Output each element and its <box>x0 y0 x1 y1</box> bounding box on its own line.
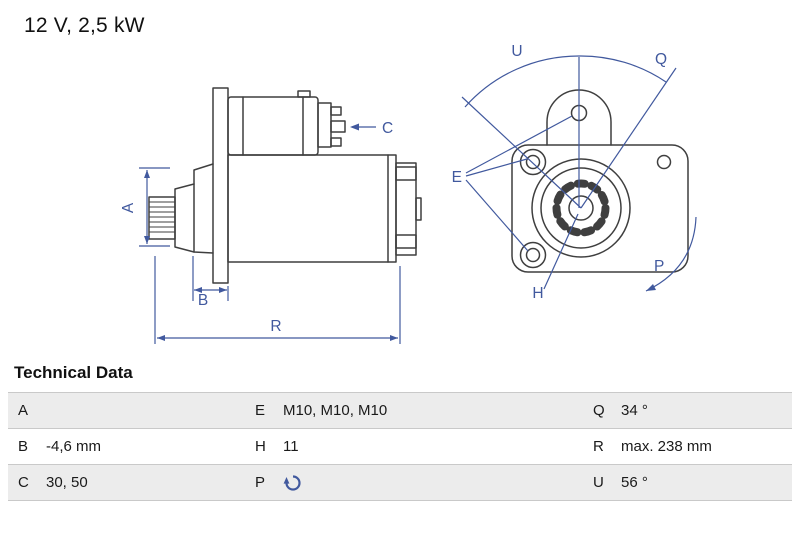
motor-body <box>227 154 397 263</box>
param-label: E <box>245 392 273 429</box>
gear-housing-outer <box>531 158 631 258</box>
param-value: 34 ° <box>611 392 792 429</box>
param-label: H <box>245 428 273 465</box>
param-label: A <box>8 392 36 429</box>
pinion-gear <box>148 196 176 240</box>
annotation-arrowheads-front <box>646 284 656 291</box>
param-label: U <box>583 464 611 501</box>
terminal-block <box>317 102 332 148</box>
front-flange <box>511 144 689 273</box>
param-value <box>36 392 245 429</box>
table-row: B -4,6 mm H 11 R max. 238 mm <box>8 428 792 465</box>
param-value <box>273 464 583 501</box>
starter-motor-technical-drawing: A B C R <box>120 43 697 344</box>
param-label: Q <box>583 392 611 429</box>
param-label: P <box>245 464 273 501</box>
table-row: C 30, 50 P U 56 ° <box>8 464 792 501</box>
end-cap <box>395 162 417 256</box>
dim-label-a: A <box>120 202 137 213</box>
param-value: 30, 50 <box>36 464 245 501</box>
dimension-lines-side <box>139 126 401 344</box>
technical-data-heading: Technical Data <box>14 363 133 382</box>
param-label: R <box>583 428 611 465</box>
param-value: -4,6 mm <box>36 428 245 465</box>
technical-data-table: A E M10, M10, M10 Q 34 ° B -4,6 mm H 11 … <box>8 392 792 501</box>
front-view-drawing: U Q E H P <box>452 43 697 302</box>
param-label: B <box>8 428 36 465</box>
side-view-drawing: A B C R <box>120 87 422 344</box>
dim-label-b: B <box>198 292 208 309</box>
mounting-hole-top-left <box>525 154 541 170</box>
dim-label-e: E <box>452 169 462 186</box>
page-title: 12 V, 2,5 kW <box>24 14 145 37</box>
dim-label-r: R <box>270 318 281 335</box>
rotation-direction-icon <box>283 474 301 491</box>
gear-teeth-ring <box>552 179 610 237</box>
dim-label-c: C <box>382 120 393 137</box>
dimension-arrowheads-side <box>144 123 398 341</box>
solenoid <box>227 96 319 156</box>
mounting-hole-bottom-left <box>525 247 541 263</box>
table-row: A E M10, M10, M10 Q 34 ° <box>8 392 792 429</box>
param-label: C <box>8 464 36 501</box>
param-value: 56 ° <box>611 464 792 501</box>
dim-label-h: H <box>532 285 543 302</box>
flange-plate <box>212 87 229 284</box>
param-value: M10, M10, M10 <box>273 392 583 429</box>
terminal-stud <box>330 120 346 133</box>
annotation-lines-front <box>461 55 697 292</box>
dim-label-p: P <box>654 258 664 275</box>
dim-label-u: U <box>511 43 522 60</box>
technical-data-section: Technical Data A E M10, M10, M10 Q 34 ° … <box>0 363 800 501</box>
param-value: max. 238 mm <box>611 428 792 465</box>
shaft-bore <box>568 195 594 221</box>
param-value: 11 <box>273 428 583 465</box>
mounting-hole-top-right <box>656 154 672 170</box>
dim-label-q: Q <box>655 51 667 68</box>
pinion-teeth <box>149 201 175 233</box>
